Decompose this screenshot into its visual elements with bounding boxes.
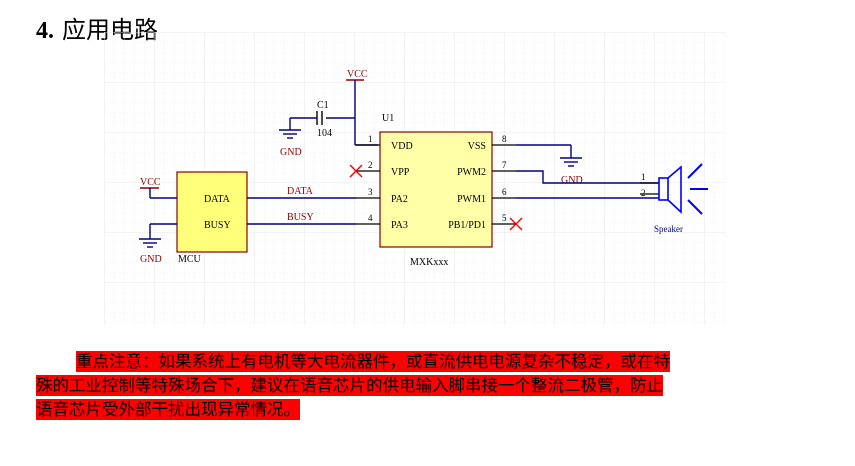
right-gnd-network: GND (516, 144, 583, 186)
chip-pin-vpp: VPP (391, 167, 410, 178)
net-data-label: DATA (287, 186, 314, 197)
speaker-wires (516, 170, 659, 199)
chip-pin-1-num: 1 (368, 134, 373, 144)
mcu-vcc-label: VCC (140, 177, 161, 188)
application-circuit-schematic: VCC C1 104 GND U1 MXKxxx 1 2 3 4 VDD VPP… (104, 32, 726, 325)
chip-pin-6-num: 6 (502, 187, 507, 197)
chip-pin-2-num: 2 (368, 160, 373, 170)
capacitor-ref: C1 (317, 100, 329, 111)
chip-u1: U1 MXKxxx 1 2 3 4 VDD VPP PA2 PA3 8 7 6 … (356, 113, 516, 268)
top-gnd-label: GND (280, 147, 302, 158)
mcu-block: DATA BUSY MCU VCC GND (139, 171, 248, 265)
speaker-pin-1: 1 (641, 172, 646, 182)
no-connect-pb1 (509, 217, 523, 231)
speaker-label: Speaker (654, 224, 683, 234)
chip-pin-pwm2: PWM2 (457, 167, 486, 178)
mcu-name: MCU (178, 254, 202, 265)
chip-name: MXKxxx (410, 257, 448, 268)
net-busy-label: BUSY (287, 212, 314, 223)
mcu-chip-nets: DATA BUSY (247, 186, 356, 225)
chip-body (379, 131, 493, 248)
chip-ref: U1 (382, 113, 394, 124)
mcu-gnd-label: GND (140, 254, 162, 265)
chip-pin-pwm1: PWM1 (457, 194, 486, 205)
capacitor-value: 104 (317, 128, 332, 139)
chip-pin-7-num: 7 (502, 160, 507, 170)
speaker-symbol: 1 2 Speaker (640, 163, 708, 234)
mcu-pin-busy: BUSY (204, 220, 231, 231)
chip-pin-pa3: PA3 (391, 220, 408, 231)
note-line-2: 殊的工业控制等特殊场合下，建议在语音芯片的供电输入脚串接一个整流二极管，防止 (36, 375, 663, 396)
chip-pin-vss: VSS (468, 141, 486, 152)
note-line-3: 语音芯片受外部干扰出现异常情况。 (36, 399, 300, 420)
important-note: 重点注意：如果系统上有电机等大电流器件，或直流供电电源复杂不稳定，或在特 殊的工… (36, 350, 826, 422)
chip-pin-8-num: 8 (502, 134, 507, 144)
mcu-body (176, 171, 248, 253)
chip-pin-4-num: 4 (368, 213, 373, 223)
section-number: 4. (36, 18, 54, 44)
mcu-pin-data: DATA (204, 194, 231, 205)
chip-pin-pb1-pd1: PB1/PD1 (448, 220, 486, 231)
note-line-1: 重点注意：如果系统上有电机等大电流器件，或直流供电电源复杂不稳定，或在特 (76, 351, 670, 372)
top-vcc-label: VCC (347, 69, 368, 80)
chip-pin-pa2: PA2 (391, 194, 408, 205)
chip-pin-3-num: 3 (368, 187, 373, 197)
speaker-pin-2: 2 (641, 188, 646, 198)
chip-pin-5-num: 5 (502, 213, 507, 223)
right-gnd-label: GND (561, 175, 583, 186)
no-connect-vpp (349, 164, 363, 178)
chip-pin-vdd: VDD (391, 141, 413, 152)
